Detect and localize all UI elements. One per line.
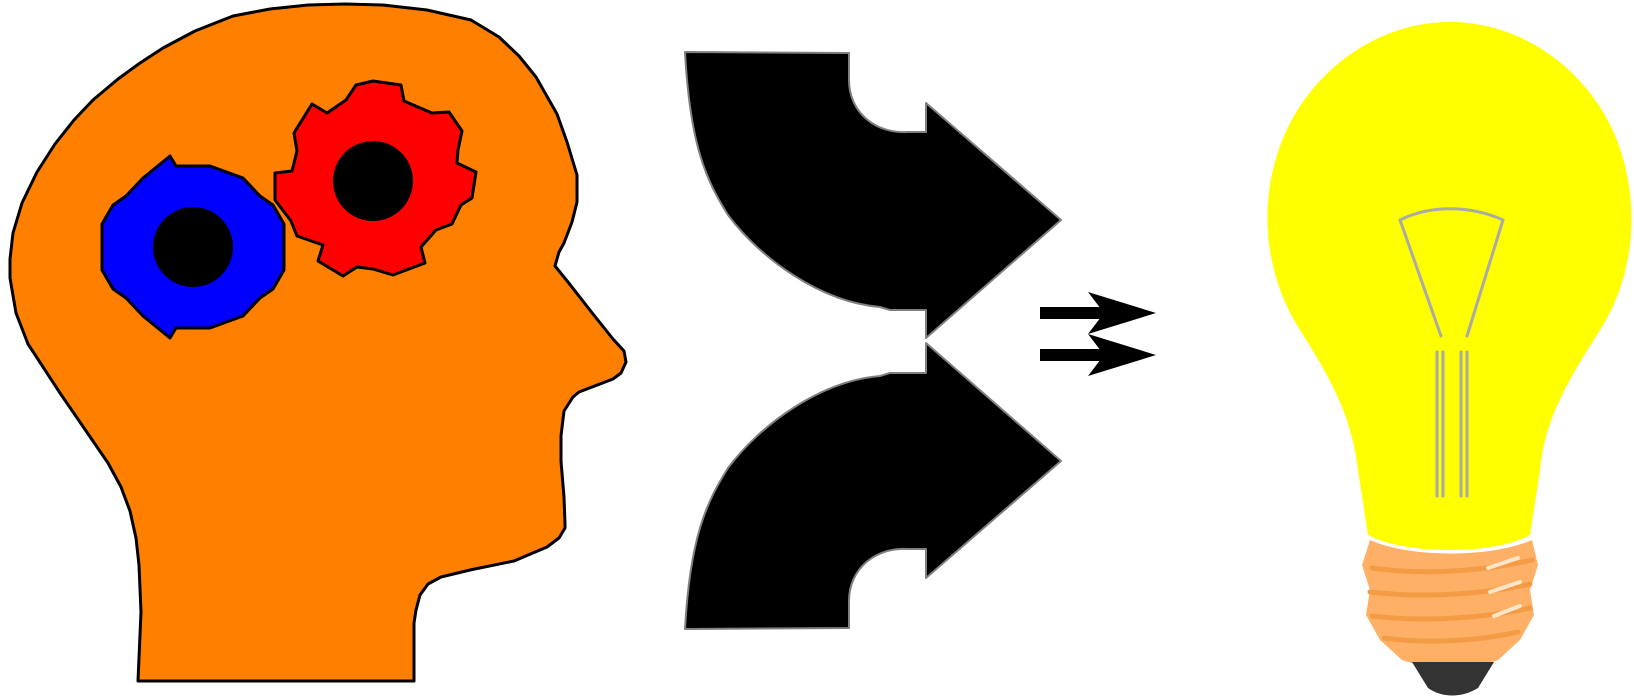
light-bulb-icon [1267,22,1631,696]
head-silhouette [10,4,626,681]
converging-arrows-icon [685,52,1061,629]
arrow-shaft-top [1040,307,1110,319]
double-arrow-icon [1040,292,1156,376]
bulb-glass [1267,22,1631,550]
lower-curved-arrow [685,343,1061,629]
bulb-cap [1412,662,1494,696]
upper-curved-arrow [685,52,1061,338]
blue-gear-hub [153,207,233,287]
red-gear-hub [333,141,413,221]
arrow-shaft-bottom [1040,349,1110,361]
head-with-gears-icon [10,4,626,681]
